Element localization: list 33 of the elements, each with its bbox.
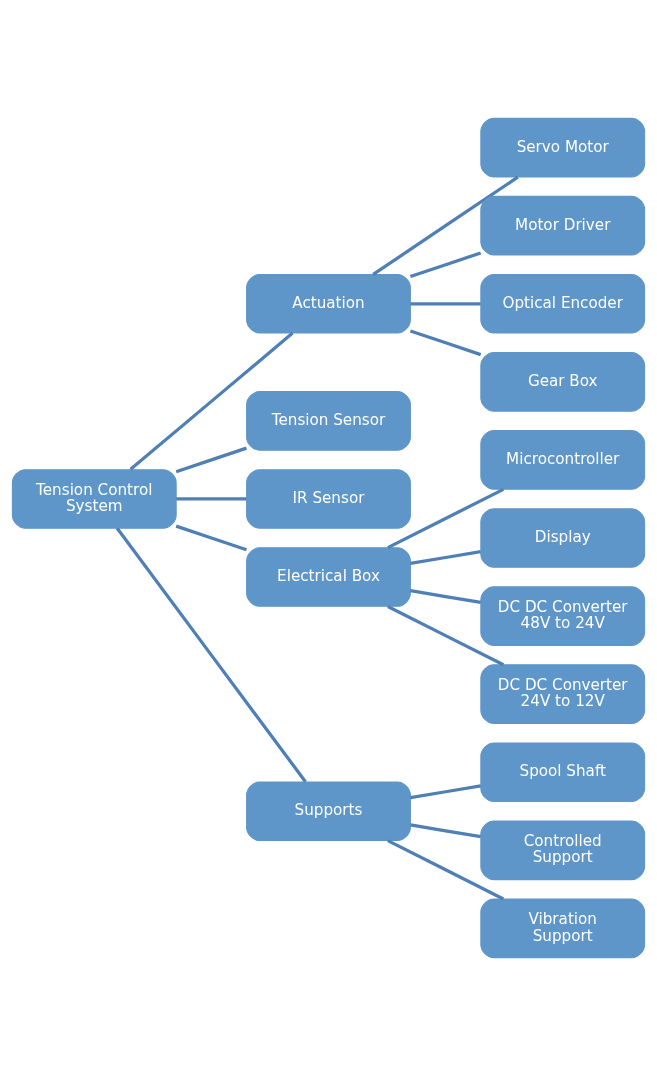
connector bbox=[410, 588, 481, 604]
node-box: Actuation bbox=[246, 273, 411, 334]
node-box: Motor Driver bbox=[480, 195, 646, 255]
connector bbox=[409, 328, 482, 356]
node-box: Display bbox=[480, 507, 646, 568]
connector bbox=[176, 496, 247, 501]
node-box: DC DC Converter 48V to 24V bbox=[480, 585, 646, 646]
connector bbox=[387, 604, 505, 666]
node-box: IR Sensor bbox=[246, 468, 411, 529]
connector bbox=[410, 783, 481, 799]
node-box: Supports bbox=[246, 780, 411, 841]
connector bbox=[115, 526, 307, 783]
connector bbox=[129, 331, 294, 471]
connector bbox=[175, 446, 247, 473]
node-box: Vibration Support bbox=[480, 898, 646, 958]
node-box: Electrical Box bbox=[246, 546, 411, 607]
node-box: DC DC Converter 24V to 12V bbox=[480, 663, 646, 724]
node-box: Microcontroller bbox=[480, 429, 646, 490]
connector bbox=[410, 301, 481, 305]
connector bbox=[387, 838, 505, 900]
node-box: Controlled Support bbox=[480, 820, 646, 880]
connector bbox=[410, 822, 481, 838]
connector bbox=[410, 549, 481, 565]
connector bbox=[372, 175, 519, 276]
node-box: Gear Box bbox=[480, 351, 646, 412]
connector bbox=[387, 487, 505, 549]
node-box: Spool Shaft bbox=[480, 741, 646, 802]
connector bbox=[175, 524, 247, 551]
node-box: Servo Motor bbox=[480, 117, 646, 177]
node-box: Optical Encoder bbox=[480, 273, 646, 334]
connector bbox=[409, 250, 482, 278]
node-box: Tension Sensor bbox=[246, 390, 411, 451]
node-box: Tension Control System bbox=[11, 468, 177, 529]
